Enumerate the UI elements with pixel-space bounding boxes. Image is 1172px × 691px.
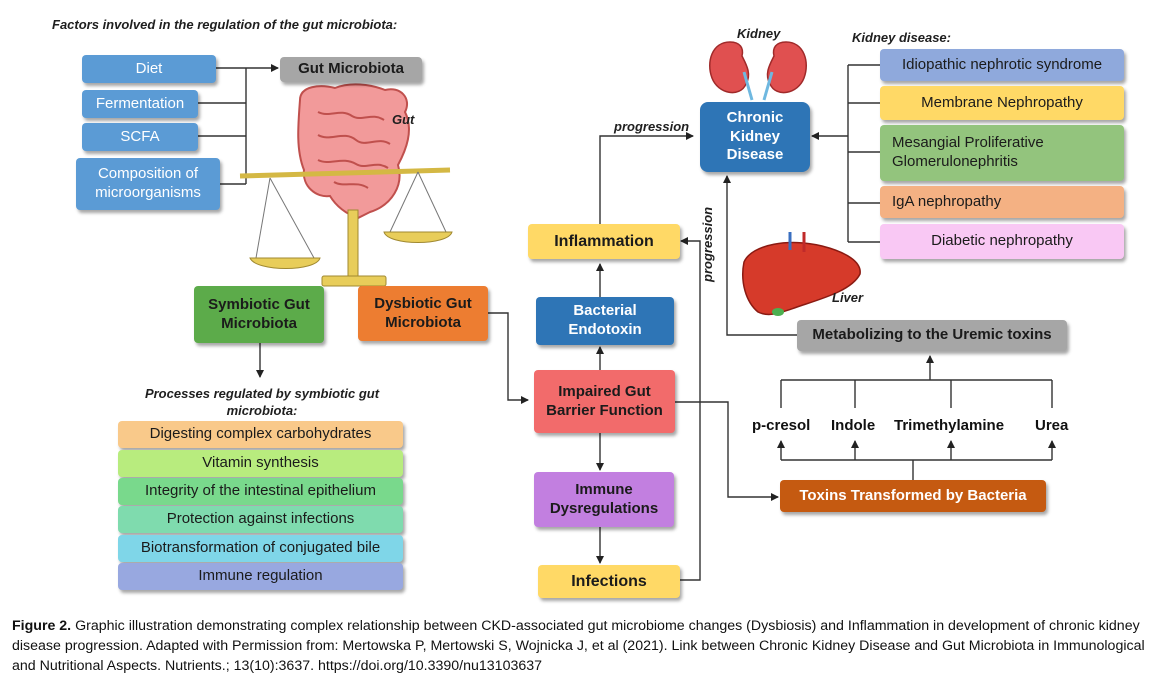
symbiotic-gut-microbiota: Symbiotic Gut Microbiota bbox=[194, 286, 324, 343]
factors-heading: Factors involved in the regulation of th… bbox=[52, 17, 398, 32]
kidney-label: Kidney bbox=[737, 26, 781, 41]
figure-caption: Figure 2. Graphic illustration demonstra… bbox=[12, 616, 1162, 676]
dysbiotic-gut-microbiota: Dysbiotic Gut Microbiota bbox=[358, 286, 488, 341]
progression-label-vertical: progression bbox=[700, 206, 715, 282]
process-infections: Protection against infections bbox=[118, 506, 403, 533]
factor-composition: Composition of microorganisms bbox=[76, 158, 220, 210]
toxin-urea: Urea bbox=[1035, 417, 1069, 434]
impaired-gut-barrier-box: Impaired Gut Barrier Function bbox=[534, 370, 675, 433]
infections-box: Infections bbox=[538, 565, 680, 598]
gut-label: Gut bbox=[392, 112, 415, 127]
kd-iga: IgA nephropathy bbox=[880, 186, 1124, 218]
process-carbohydrates: Digesting complex carbohydrates bbox=[118, 421, 403, 448]
liver-illustration bbox=[742, 232, 861, 316]
uremic-toxins-box: Metabolizing to the Uremic toxins bbox=[797, 320, 1067, 351]
ckd-box: Chronic Kidney Disease bbox=[700, 102, 810, 172]
balance-scale-illustration bbox=[239, 167, 453, 287]
liver-label: Liver bbox=[832, 290, 864, 305]
process-vitamin: Vitamin synthesis bbox=[118, 450, 403, 477]
kd-idiopathic: Idiopathic nephrotic syndrome bbox=[880, 49, 1124, 81]
toxins-transformed-box: Toxins Transformed by Bacteria bbox=[780, 480, 1046, 512]
immune-dysregulations-box: Immune Dysregulations bbox=[534, 472, 674, 527]
kd-diabetic: Diabetic nephropathy bbox=[880, 224, 1124, 259]
kd-membrane: Membrane Nephropathy bbox=[880, 86, 1124, 120]
caption-text: Graphic illustration demonstrating compl… bbox=[12, 618, 1145, 674]
kd-mesangial: Mesangial Proliferative Glomerulonephrit… bbox=[880, 125, 1124, 181]
arrow-uremic-to-ckd bbox=[723, 175, 797, 336]
kidney-disease-heading: Kidney disease: bbox=[852, 30, 951, 45]
factor-scfa: SCFA bbox=[82, 123, 198, 151]
process-epithelium: Integrity of the intestinal epithelium bbox=[118, 478, 403, 505]
process-bile: Biotransformation of conjugated bile bbox=[118, 535, 403, 562]
gut-illustration bbox=[297, 83, 410, 220]
arrow-barrier-to-toxins-transformed bbox=[675, 401, 779, 501]
inflammation-box: Inflammation bbox=[528, 224, 680, 259]
toxin-pcresol: p-cresol bbox=[752, 417, 811, 434]
toxin-trimethylamine: Trimethylamine bbox=[894, 417, 1005, 434]
arrow-dysbiotic-to-barrier bbox=[488, 312, 529, 404]
gut-microbiota-box: Gut Microbiota bbox=[280, 57, 422, 82]
bacterial-endotoxin-box: Bacterial Endotoxin bbox=[536, 297, 674, 345]
process-immune: Immune regulation bbox=[118, 563, 403, 590]
kidney-illustration bbox=[709, 41, 807, 101]
processes-heading: Processes regulated by symbiotic gut mic… bbox=[144, 386, 380, 418]
caption-label: Figure 2. bbox=[12, 618, 72, 634]
arrow-inflammation-to-ckd bbox=[599, 132, 694, 224]
arrow-infections-to-inflammation bbox=[680, 237, 701, 581]
factor-diet: Diet bbox=[82, 55, 216, 83]
progression-label-top: progression bbox=[614, 119, 690, 134]
factor-fermentation: Fermentation bbox=[82, 90, 198, 118]
toxin-indole: Indole bbox=[831, 417, 876, 434]
